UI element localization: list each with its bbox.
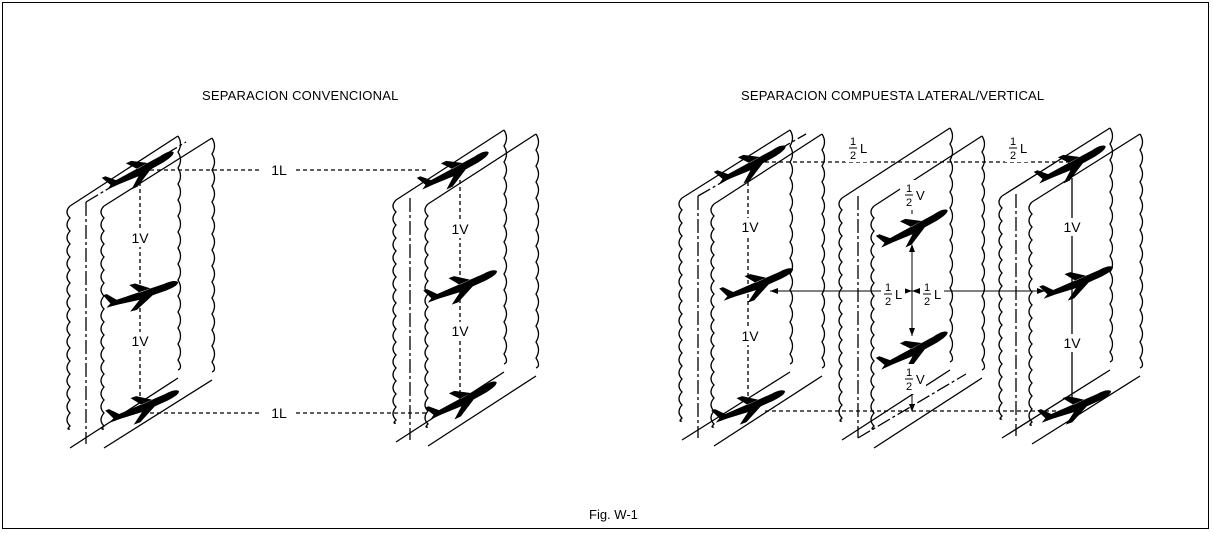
vertical-sep-label: 1V [741, 328, 759, 344]
svg-text:2: 2 [885, 296, 891, 308]
plane-icon [422, 261, 503, 313]
vertical-sep-label: 1V [131, 333, 149, 349]
right-stack-2 [838, 127, 986, 449]
plane-icon [710, 381, 791, 433]
plane-icon [415, 143, 496, 199]
half-vertical-label: 1 2 V [900, 180, 926, 210]
svg-text:L: L [860, 141, 867, 156]
svg-text:1: 1 [906, 183, 912, 195]
svg-text:2: 2 [924, 296, 930, 308]
plane-icon [718, 259, 799, 311]
svg-text:2: 2 [1010, 150, 1016, 162]
svg-text:1: 1 [924, 282, 930, 294]
vertical-sep-label: 1V [741, 219, 759, 235]
vertical-sep-label: 1V [131, 230, 149, 246]
svg-text:V: V [916, 188, 925, 203]
vertical-sep-label: 1V [1063, 335, 1081, 351]
right-panel-title: SEPARACION COMPUESTA LATERAL/VERTICAL [741, 88, 1045, 103]
figure-caption: Fig. W-1 [589, 507, 638, 522]
half-lateral-label: 1 2 L [1005, 134, 1029, 162]
plane-icon [1038, 257, 1119, 309]
plane-icon [104, 381, 185, 433]
svg-text:2: 2 [906, 381, 912, 393]
right-arrowheads [770, 244, 1045, 412]
svg-text:L: L [895, 287, 902, 302]
svg-text:L: L [1020, 141, 1027, 156]
plane-icon [1036, 381, 1117, 433]
svg-text:2: 2 [850, 150, 856, 162]
plane-icon [712, 137, 793, 193]
left-stack-a [66, 135, 216, 449]
left-stack-b [392, 129, 540, 447]
left-separation-lines [139, 169, 461, 414]
svg-text:1: 1 [1010, 136, 1016, 148]
half-lateral-label: 1 2 L [845, 134, 869, 162]
svg-text:1: 1 [906, 367, 912, 379]
right-stack-1 [678, 129, 826, 447]
lateral-sep-bottom-label: 1L [271, 405, 287, 421]
lateral-sep-top-label: 1L [271, 162, 287, 178]
left-panel-title: SEPARACION CONVENCIONAL [202, 88, 399, 103]
half-lateral-label: 1 2 L [920, 282, 944, 308]
svg-text:2: 2 [906, 197, 912, 209]
vertical-sep-label: 1V [451, 323, 469, 339]
svg-text:1: 1 [850, 136, 856, 148]
svg-text:1: 1 [885, 282, 891, 294]
vertical-sep-label: 1V [451, 221, 469, 237]
half-vertical-label: 1 2 V [900, 364, 926, 394]
plane-icon [423, 373, 504, 429]
half-lateral-label: 1 2 L [881, 282, 905, 308]
svg-text:V: V [916, 372, 925, 387]
vertical-sep-label: 1V [1063, 219, 1081, 235]
plane-icon [102, 272, 183, 318]
svg-text:L: L [934, 287, 941, 302]
